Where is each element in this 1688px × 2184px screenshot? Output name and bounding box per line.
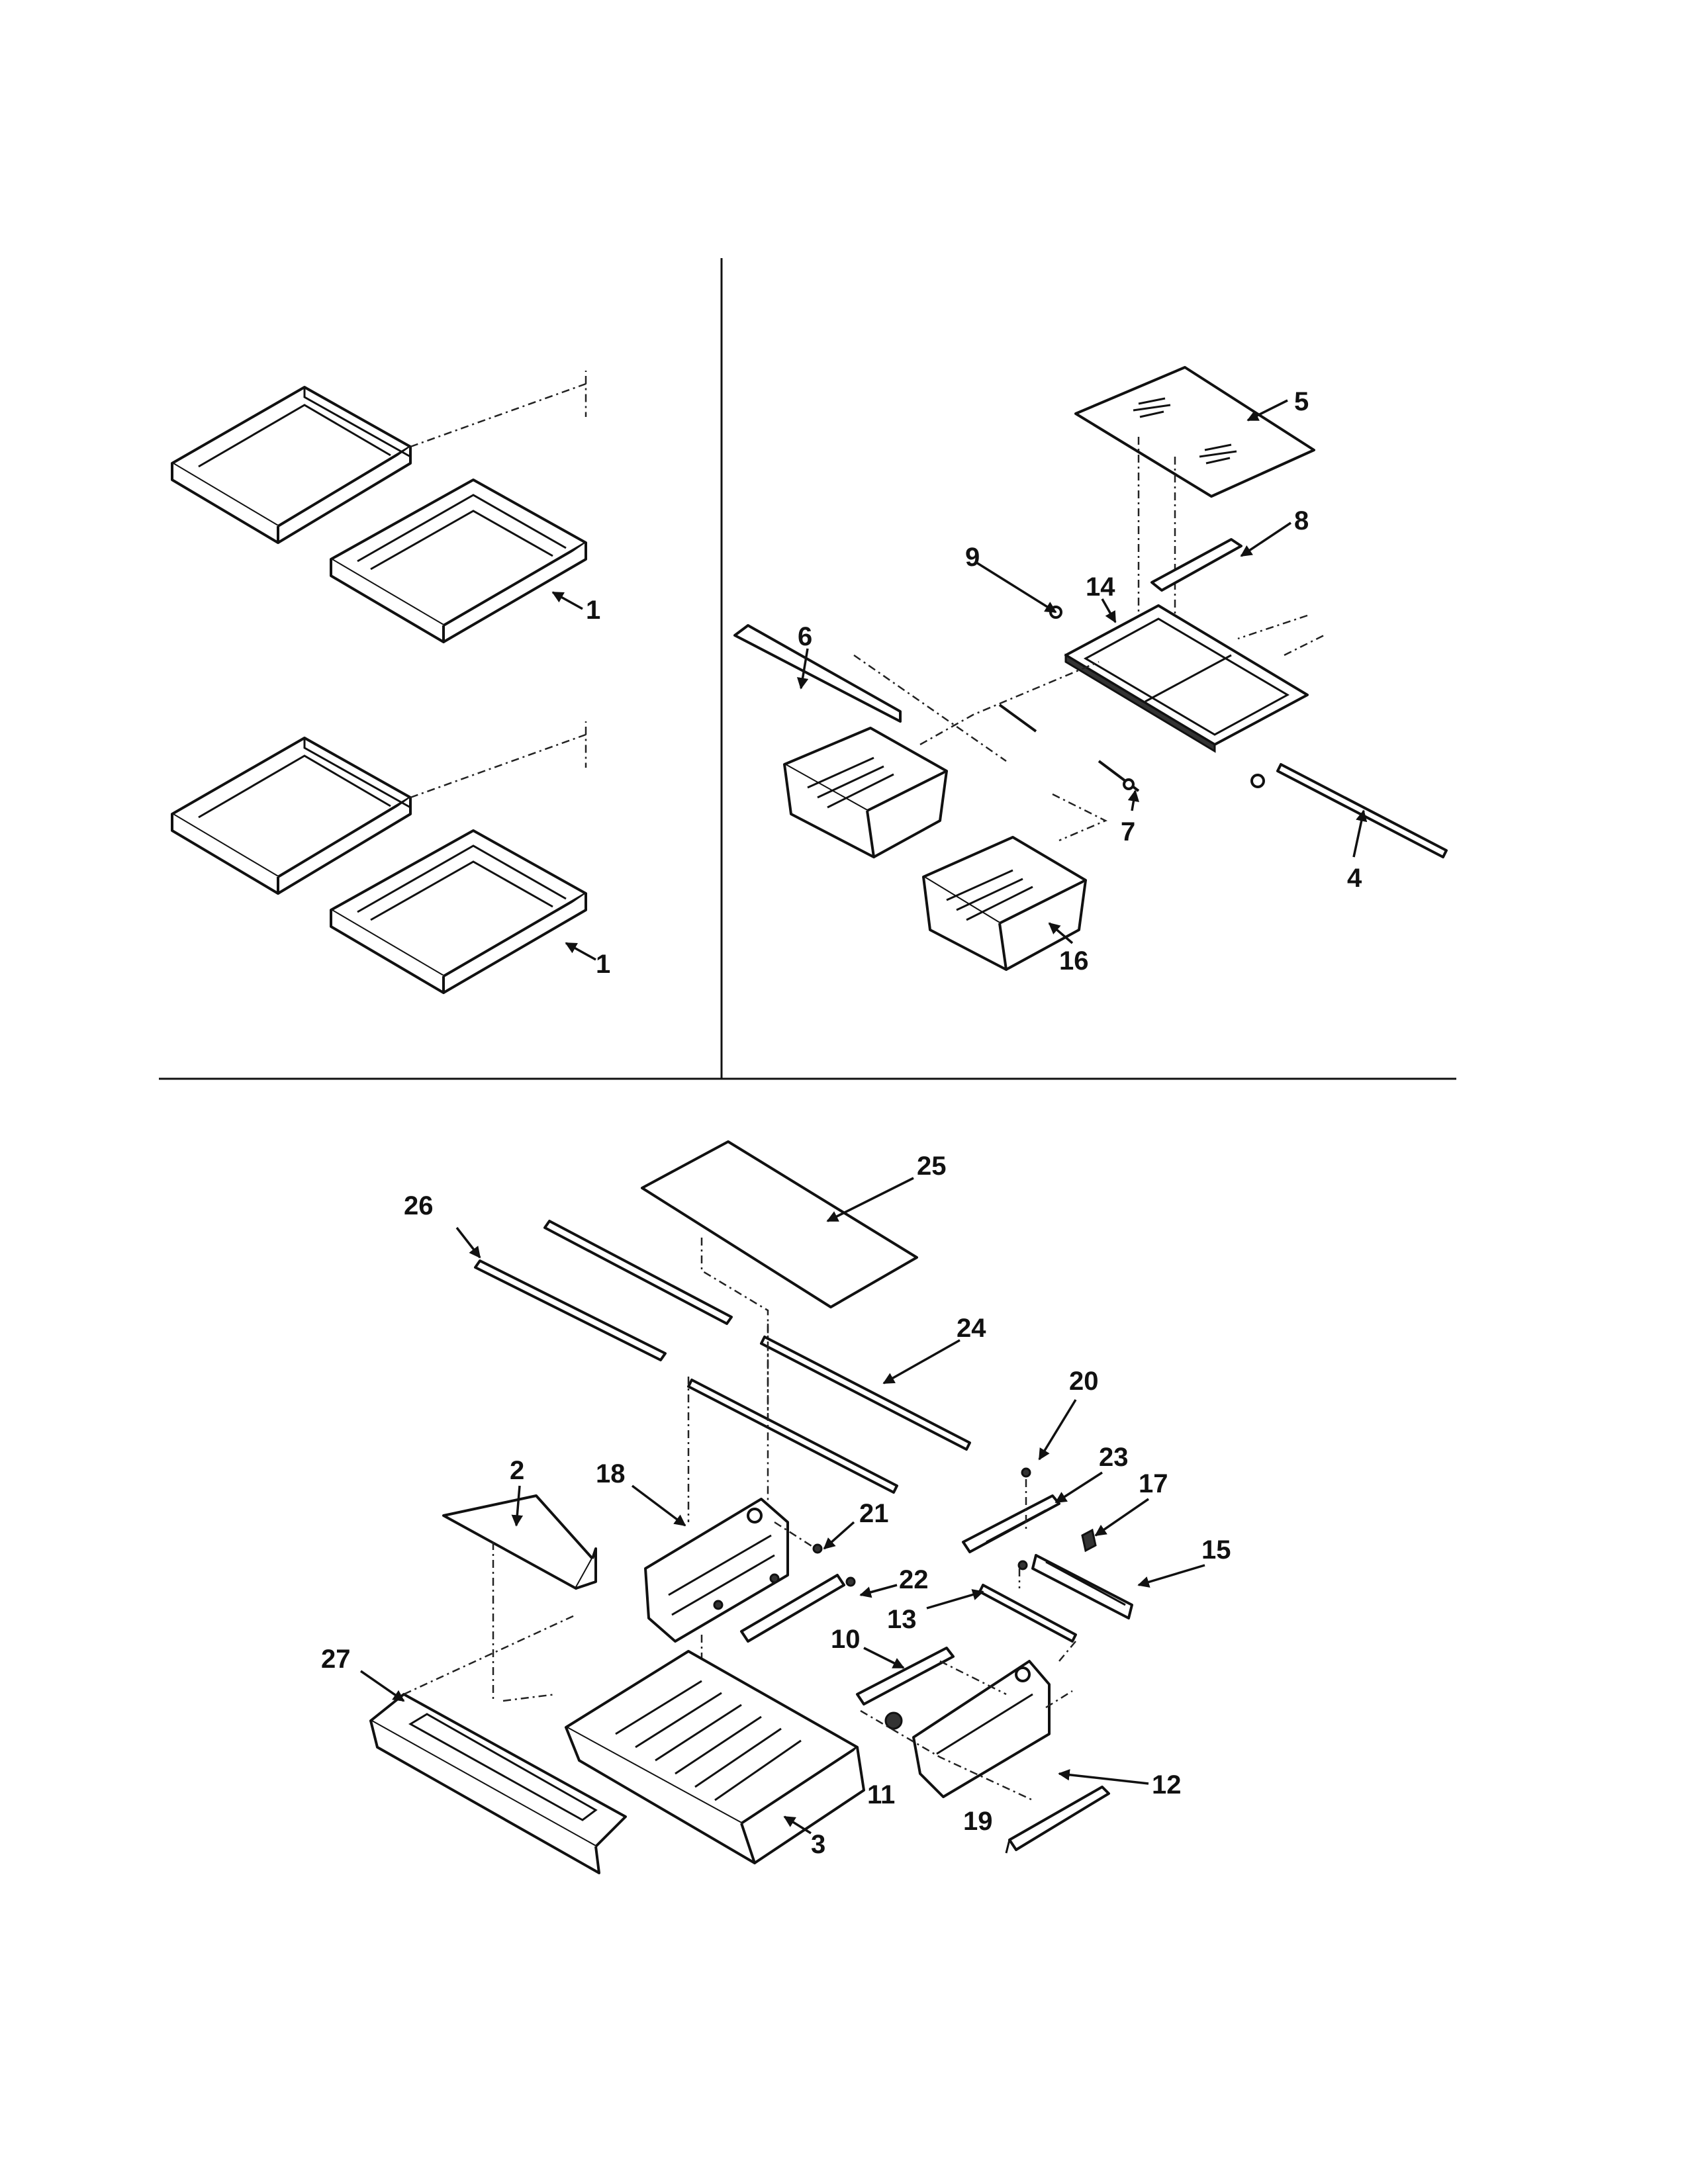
callout-23: 23 <box>1099 1443 1129 1472</box>
rear-bracket <box>962 1494 1060 1553</box>
drawer-slide-right <box>1031 1554 1133 1619</box>
support-pin <box>998 704 1140 792</box>
callout-3: 3 <box>811 1830 825 1859</box>
shelf-rear-upper <box>171 386 412 544</box>
callout-26: 26 <box>404 1191 434 1220</box>
callout-17: 17 <box>1139 1469 1168 1498</box>
crisper-side-rail <box>1276 763 1448 858</box>
callout-13: 13 <box>887 1605 917 1634</box>
shelf-group-lower <box>171 721 587 994</box>
right-bracket-guide <box>860 1660 1073 1801</box>
deli-pan <box>565 1650 865 1864</box>
deli-front-panel <box>369 1693 627 1874</box>
left-drawer-bracket <box>644 1498 789 1643</box>
callout-21: 21 <box>859 1499 889 1528</box>
deli-rail-upper-right <box>474 1259 667 1361</box>
crisper-frame <box>1049 604 1309 788</box>
right-drawer-bracket <box>912 1660 1051 1798</box>
bin-left-guide <box>853 654 1100 762</box>
leader-lines <box>360 399 1368 1835</box>
crisper-rail <box>1150 538 1243 592</box>
clip-17 <box>1081 1528 1097 1553</box>
callout-12: 12 <box>1152 1770 1182 1799</box>
deli-rail-upper-left <box>543 1220 733 1325</box>
support-bar-12 <box>1005 1786 1110 1854</box>
deli-rail-guide <box>687 1324 769 1522</box>
screw-set <box>713 1543 1028 1610</box>
callout-27: 27 <box>321 1645 351 1674</box>
deli-rail-lower-right <box>760 1336 971 1451</box>
callout-6: 6 <box>798 622 812 651</box>
drawer-slide-center <box>856 1647 955 1706</box>
callout-22: 22 <box>899 1565 929 1594</box>
deli-drawer-cover <box>442 1494 597 1590</box>
bin-right-guide <box>1052 793 1107 842</box>
deli-slide-13 <box>978 1584 1077 1643</box>
callout-1-upper: 1 <box>586 596 600 625</box>
callout-2: 2 <box>510 1456 524 1485</box>
shelf-rear-lower <box>171 737 412 895</box>
crisper-bin-left <box>783 727 948 858</box>
shelf-front-upper <box>330 478 587 643</box>
callout-4: 4 <box>1347 864 1362 893</box>
callout-15: 15 <box>1201 1535 1231 1565</box>
shelf-front-lower <box>330 829 587 994</box>
callout-9: 9 <box>965 543 980 572</box>
shelf-guide-upper <box>410 371 587 448</box>
callout-8: 8 <box>1294 506 1309 535</box>
bracket-guide <box>700 1521 821 1661</box>
screw-single <box>1021 1467 1031 1478</box>
deli-cover-guide <box>700 1238 769 1522</box>
slide-guide <box>1018 1569 1076 1662</box>
glass-cover <box>1074 366 1315 498</box>
shelf-group-upper <box>171 371 587 643</box>
callout-24: 24 <box>957 1314 986 1343</box>
deli-glass-cover <box>641 1140 918 1308</box>
crisper-bin-right <box>922 836 1087 971</box>
shelf-guide-lower <box>410 721 587 799</box>
roller-knob <box>884 1711 903 1730</box>
drawer-slide-left <box>740 1574 845 1643</box>
callout-14: 14 <box>1086 572 1115 602</box>
callout-16: 16 <box>1059 946 1089 976</box>
frame-guide <box>1237 614 1325 657</box>
deli-rail-lower-left <box>687 1379 898 1494</box>
callout-25: 25 <box>917 1152 947 1181</box>
callout-10: 10 <box>831 1625 861 1654</box>
callout-20: 20 <box>1069 1367 1099 1396</box>
callout-18: 18 <box>596 1459 626 1488</box>
callout-19: 19 <box>963 1807 993 1836</box>
callout-11: 11 <box>867 1780 895 1809</box>
callout-1-lower: 1 <box>596 950 610 979</box>
callout-7: 7 <box>1121 817 1135 846</box>
callout-5: 5 <box>1294 387 1309 416</box>
front-panel-guide <box>403 1614 577 1702</box>
crisper-front-trim <box>733 624 902 723</box>
cover-guide <box>1137 437 1176 662</box>
callout-labels: 1 1 5 8 9 14 6 7 4 16 25 26 24 20 23 17 … <box>321 387 1362 1859</box>
